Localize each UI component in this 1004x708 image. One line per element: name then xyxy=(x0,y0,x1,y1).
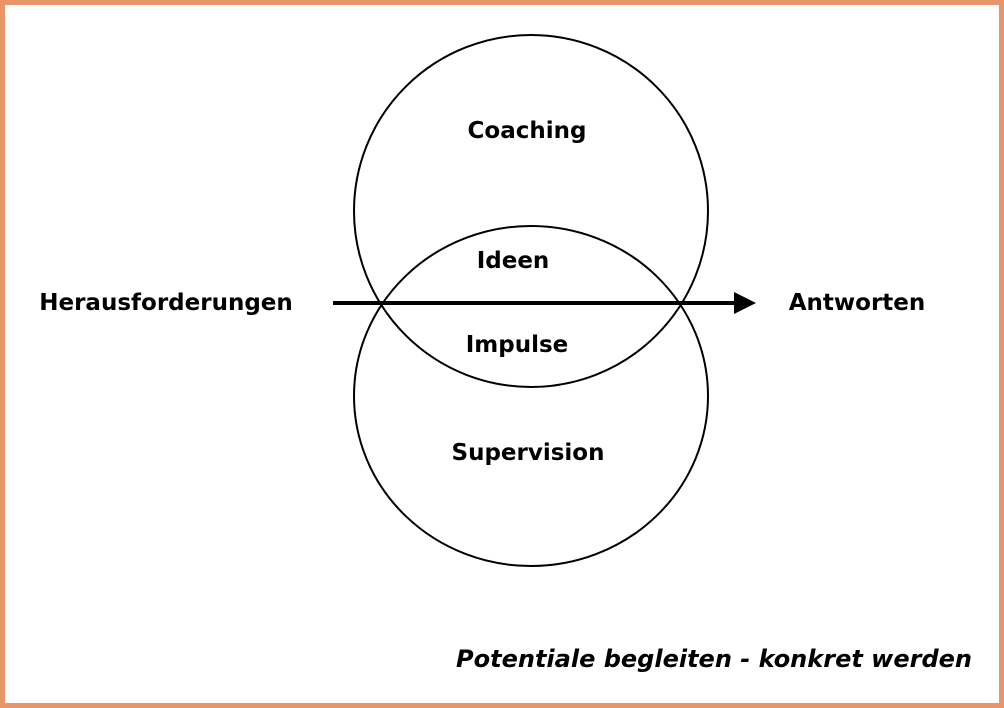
label-herausforderungen: Herausforderungen xyxy=(39,290,293,316)
label-ideen: Ideen xyxy=(476,248,550,274)
label-coaching: Coaching xyxy=(467,118,587,144)
footer-tagline: Potentiale begleiten - konkret werden xyxy=(456,645,972,673)
coaching-circle xyxy=(353,34,709,388)
supervision-circle xyxy=(353,225,709,567)
label-antworten: Antworten xyxy=(788,290,926,316)
label-impulse: Impulse xyxy=(465,332,569,358)
label-supervision: Supervision xyxy=(451,440,605,466)
arrow-head-icon xyxy=(734,292,756,314)
